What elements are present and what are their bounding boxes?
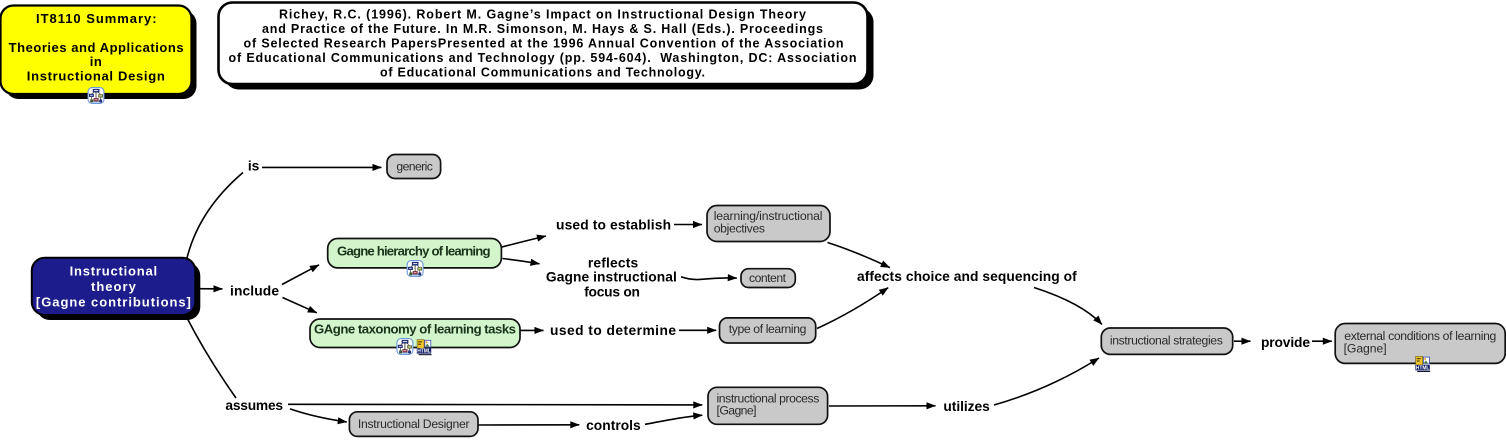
svg-text:Gagne instructional: Gagne instructional: [546, 270, 677, 285]
svg-text:Richey, R.C. (1996). Robert M.: Richey, R.C. (1996). Robert M. Gagne’s I…: [279, 8, 806, 22]
svg-text:instructional strategies: instructional strategies: [1110, 333, 1223, 347]
svg-text:type of learning: type of learning: [729, 322, 807, 336]
svg-text:objectives: objectives: [714, 221, 765, 235]
svg-text:in: in: [90, 54, 102, 69]
svg-text:used to determine: used to determine: [550, 323, 676, 338]
svg-text:affects choice and sequencing: affects choice and sequencing of: [857, 269, 1077, 284]
svg-text:Instructional: Instructional: [70, 264, 157, 279]
svg-text:assumes: assumes: [225, 398, 283, 413]
svg-text:controls: controls: [586, 418, 641, 433]
svg-text:include: include: [230, 284, 279, 299]
svg-text:Theories and Applications: Theories and Applications: [9, 40, 184, 55]
svg-text:of Educational Communications: of Educational Communications and Techno…: [229, 51, 857, 65]
svg-text:Instructional Design: Instructional Design: [27, 69, 165, 84]
svg-text:focus on: focus on: [584, 284, 640, 299]
svg-text:utilizes: utilizes: [943, 399, 990, 414]
svg-text:used to establish: used to establish: [556, 218, 671, 233]
svg-text:of Selected Research PapersPre: of Selected Research PapersPresented at …: [244, 37, 844, 51]
svg-text:[Gagne]: [Gagne]: [1344, 341, 1387, 355]
svg-text:theory: theory: [91, 279, 137, 294]
svg-text:and Practice of the Future. In: and Practice of the Future. In M.R. Simo…: [262, 22, 823, 36]
svg-text:IT8110 Summary:: IT8110 Summary:: [36, 11, 157, 26]
svg-text:Gagne hierarchy of learning: Gagne hierarchy of learning: [337, 243, 491, 258]
svg-text:GAgne taxonomy of learning tas: GAgne taxonomy of learning tasks: [314, 322, 516, 337]
svg-text:instructional process: instructional process: [717, 391, 820, 405]
svg-text:[Gagne]: [Gagne]: [717, 404, 757, 418]
svg-text:external conditions of learnin: external conditions of learning: [1344, 329, 1496, 343]
svg-text:provide: provide: [1261, 335, 1310, 350]
svg-text:reflects: reflects: [588, 256, 639, 271]
svg-text:content: content: [749, 271, 787, 285]
svg-text:learning/instructional: learning/instructional: [714, 209, 823, 223]
svg-text:Instructional Designer: Instructional Designer: [358, 417, 470, 431]
svg-text:generic: generic: [396, 160, 432, 174]
svg-text:is: is: [248, 159, 260, 174]
svg-text:of Educational Communications: of Educational Communications and Techno…: [380, 66, 705, 80]
svg-text:[Gagne contributions]: [Gagne contributions]: [36, 295, 191, 310]
